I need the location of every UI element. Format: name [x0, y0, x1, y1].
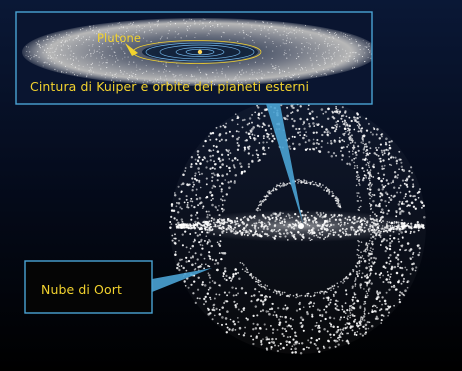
- oort-cloud-sphere: [169, 97, 426, 354]
- sun-icon: [198, 50, 202, 54]
- pluto-label: Plutone: [97, 31, 141, 45]
- kuiper-belt-caption: Cintura di Kuiper e orbite dei pianeti e…: [30, 79, 309, 94]
- oort-cloud-caption: Nube di Oort: [41, 282, 122, 297]
- sun-icon: [298, 223, 304, 229]
